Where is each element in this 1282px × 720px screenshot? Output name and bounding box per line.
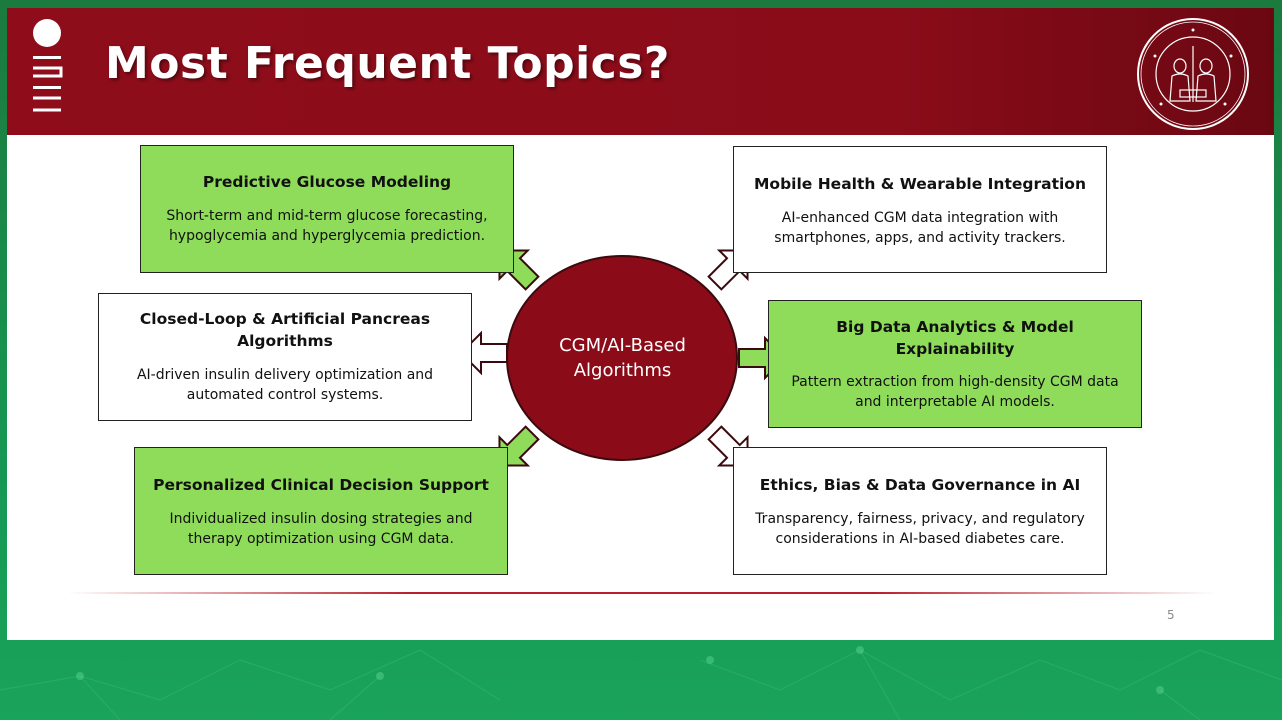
footer-divider: [67, 592, 1217, 594]
slide-header: Most Frequent Topics?: [7, 8, 1274, 135]
topic-description: AI-driven insulin delivery optimization …: [136, 367, 434, 403]
topic-description: Short-term and mid-term glucose forecast…: [166, 208, 488, 244]
topic-box-ethics: Ethics, Bias & Data Governance in AI Tra…: [733, 447, 1107, 575]
topic-box-closed-loop: Closed-Loop & Artificial Pancreas Algori…: [98, 293, 472, 421]
topic-title: Closed-Loop & Artificial Pancreas Algori…: [139, 310, 431, 350]
topic-title: Ethics, Bias & Data Governance in AI: [759, 476, 1081, 494]
unipd-logo-icon: [33, 19, 63, 112]
topic-title: Personalized Clinical Decision Support: [153, 476, 489, 494]
topic-box-mobile-health: Mobile Health & Wearable Integration AI-…: [733, 146, 1107, 273]
topic-description: AI-enhanced CGM data integration with sm…: [774, 210, 1066, 246]
slide: Most Frequent Topics?: [7, 8, 1274, 640]
topic-description: Pattern extraction from high-density CGM…: [791, 374, 1119, 410]
topic-box-big-data: Big Data Analytics & Model Explainabilit…: [768, 300, 1142, 428]
topic-title: Predictive Glucose Modeling: [202, 173, 452, 191]
topic-box-predictive-glucose: Predictive Glucose Modeling Short-term a…: [140, 145, 514, 273]
slide-title: Most Frequent Topics?: [105, 38, 670, 89]
university-seal-icon: [1137, 18, 1249, 130]
topic-description: Transparency, fairness, privacy, and reg…: [755, 511, 1085, 547]
topic-description: Individualized insulin dosing strategies…: [169, 511, 473, 547]
topic-title: Mobile Health & Wearable Integration: [754, 175, 1086, 193]
page-number: 5: [1167, 608, 1175, 622]
topic-title: Big Data Analytics & Model Explainabilit…: [836, 318, 1074, 358]
center-node-circle: [506, 255, 738, 461]
topic-box-clinical-decision: Personalized Clinical Decision Support I…: [134, 447, 508, 575]
